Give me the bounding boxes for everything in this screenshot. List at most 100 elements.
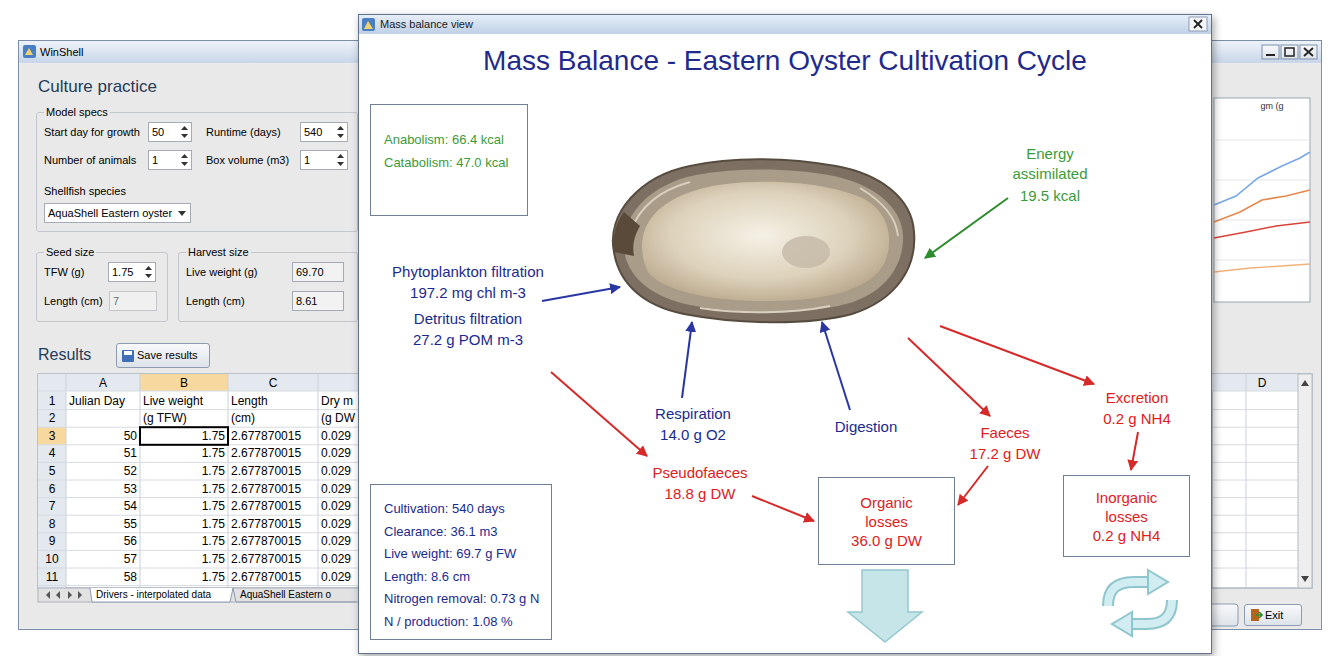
flow-value: 27.2 g POM m-3 xyxy=(413,330,523,350)
exit-icon xyxy=(1249,608,1263,622)
field-value: 69.70 xyxy=(296,263,324,281)
row-number: 9 xyxy=(49,533,56,550)
energy-value: Catabolism: 47.0 kcal xyxy=(384,154,508,171)
table-cell: 1.75 xyxy=(202,516,225,533)
group-box: Model specsStart day for growthRuntime (… xyxy=(36,112,358,232)
table-cell: 58 xyxy=(124,569,137,586)
diagram-title: Mass Balance - Eastern Oyster Cultivatio… xyxy=(483,44,1087,78)
spin-field: 50 xyxy=(148,122,192,142)
table-cell: 50 xyxy=(124,428,137,445)
spin-arrows xyxy=(335,123,346,141)
close-button xyxy=(1189,17,1207,31)
readonly-field: 69.70 xyxy=(292,262,344,282)
field-value: AquaShell Eastern oyster xyxy=(48,204,172,222)
sheet-tabs xyxy=(38,588,362,602)
field-value: 50 xyxy=(152,123,164,141)
field-value: 1.75 xyxy=(112,263,133,281)
table-cell: 2.677870015 xyxy=(231,428,301,445)
window-title: WinShell xyxy=(40,45,83,59)
button-label: Save results xyxy=(137,344,198,367)
flow-label: Phytoplankton filtration xyxy=(392,262,544,282)
dialog-icon xyxy=(362,18,375,31)
table-cell: 2.677870015 xyxy=(231,481,301,498)
spin-up xyxy=(145,266,152,270)
group-box: Seed sizeTFW (g)Length (cm)1.757 xyxy=(36,252,168,322)
push-button: Exit xyxy=(1244,604,1302,626)
group-box: Harvest sizeLive weight (g)Length (cm)69… xyxy=(178,252,358,322)
field-value: 540 xyxy=(304,123,322,141)
row-number: 2 xyxy=(49,410,56,427)
flow-value: 19.5 kcal xyxy=(1020,186,1080,206)
results-table xyxy=(38,374,362,588)
summary-line: Nitrogen removal: 0.73 g N xyxy=(384,590,539,607)
side-table xyxy=(1212,374,1312,588)
spin-field: 1.75 xyxy=(108,262,156,282)
table-cell: 0.029 xyxy=(321,481,351,498)
table-cell: 0.029 xyxy=(321,428,351,445)
field-value: 7 xyxy=(113,292,119,310)
table-cell: 0.029 xyxy=(321,516,351,533)
table-cell: (g DW xyxy=(321,410,355,427)
spin-arrows xyxy=(335,151,346,169)
table-cell: 0.029 xyxy=(321,569,351,586)
section-heading: Results xyxy=(38,345,91,365)
column-header: C xyxy=(269,375,278,392)
table-cell: 1.75 xyxy=(202,481,225,498)
button-label: Exit xyxy=(1265,605,1283,625)
dropdown-glyph xyxy=(178,211,186,216)
energy-value: Anabolism: 66.4 kcal xyxy=(384,131,504,148)
summary-line: Live weight: 69.7 g FW xyxy=(384,545,516,562)
spin-arrows xyxy=(143,263,154,281)
row-number: 8 xyxy=(49,516,56,533)
oyster-illustration xyxy=(613,159,914,322)
table-cell: 53 xyxy=(124,481,137,498)
field-label: Number of animals xyxy=(44,153,136,167)
dropdown-arrow xyxy=(175,204,189,222)
dialog-window: Mass balance viewAnabolism: 66.4 kcalCat… xyxy=(358,14,1212,654)
spin-down xyxy=(337,162,344,166)
flow-label: Detritus filtration xyxy=(414,309,522,329)
table-cell: 52 xyxy=(124,463,137,480)
flow-label: Digestion xyxy=(835,417,898,437)
dialog-title: Mass balance view xyxy=(380,17,473,31)
flow-label: Respiration xyxy=(655,404,731,424)
spin-down xyxy=(181,134,188,138)
info-box: Cultivation: 540 daysClearance: 36.1 m3L… xyxy=(370,484,552,640)
flow-value: 18.8 g DW xyxy=(665,484,736,504)
box-heading: Organic losses xyxy=(844,493,930,531)
row-number: 6 xyxy=(49,481,56,498)
spin-up xyxy=(181,154,188,158)
disabled-field: 7 xyxy=(109,291,157,311)
column-header: D xyxy=(1258,375,1267,392)
table-cell: 1.75 xyxy=(202,463,225,480)
field-label: Live weight (g) xyxy=(186,265,258,279)
spin-arrows xyxy=(179,151,190,169)
flow-value: 197.2 mg chl m-3 xyxy=(410,283,526,303)
spin-field: 1 xyxy=(300,150,348,170)
field-label: Length (cm) xyxy=(186,294,245,308)
table-cell: 2.677870015 xyxy=(231,463,301,480)
column-header: B xyxy=(180,375,188,392)
spin-down xyxy=(181,162,188,166)
table-cell: 0.029 xyxy=(321,498,351,515)
table-cell: Julian Day xyxy=(69,393,125,410)
app-icon xyxy=(23,45,36,58)
title-bar xyxy=(359,15,1211,34)
dialog-icon-mark xyxy=(364,21,373,29)
table-cell: 2.677870015 xyxy=(231,569,301,586)
table-cell: 0.029 xyxy=(321,463,351,480)
push-button: Save results xyxy=(116,343,210,368)
table-cell: 2.677870015 xyxy=(231,551,301,568)
field-value: 8.61 xyxy=(296,292,317,310)
field-value: 1 xyxy=(152,151,158,169)
row-number: 3 xyxy=(49,428,56,445)
summary-line: Cultivation: 540 days xyxy=(384,500,505,517)
right-pane xyxy=(1204,64,1320,628)
sheet-tab: Drivers - interpolated data xyxy=(96,589,211,601)
flow-arrows xyxy=(542,198,1138,521)
flow-value: 14.0 g O2 xyxy=(660,425,726,445)
flow-label: Energy assimilated xyxy=(1003,144,1098,184)
table-cell: 2.677870015 xyxy=(231,498,301,515)
flow-label: Pseudofaeces xyxy=(652,463,747,483)
exit-arrow xyxy=(1256,612,1262,618)
